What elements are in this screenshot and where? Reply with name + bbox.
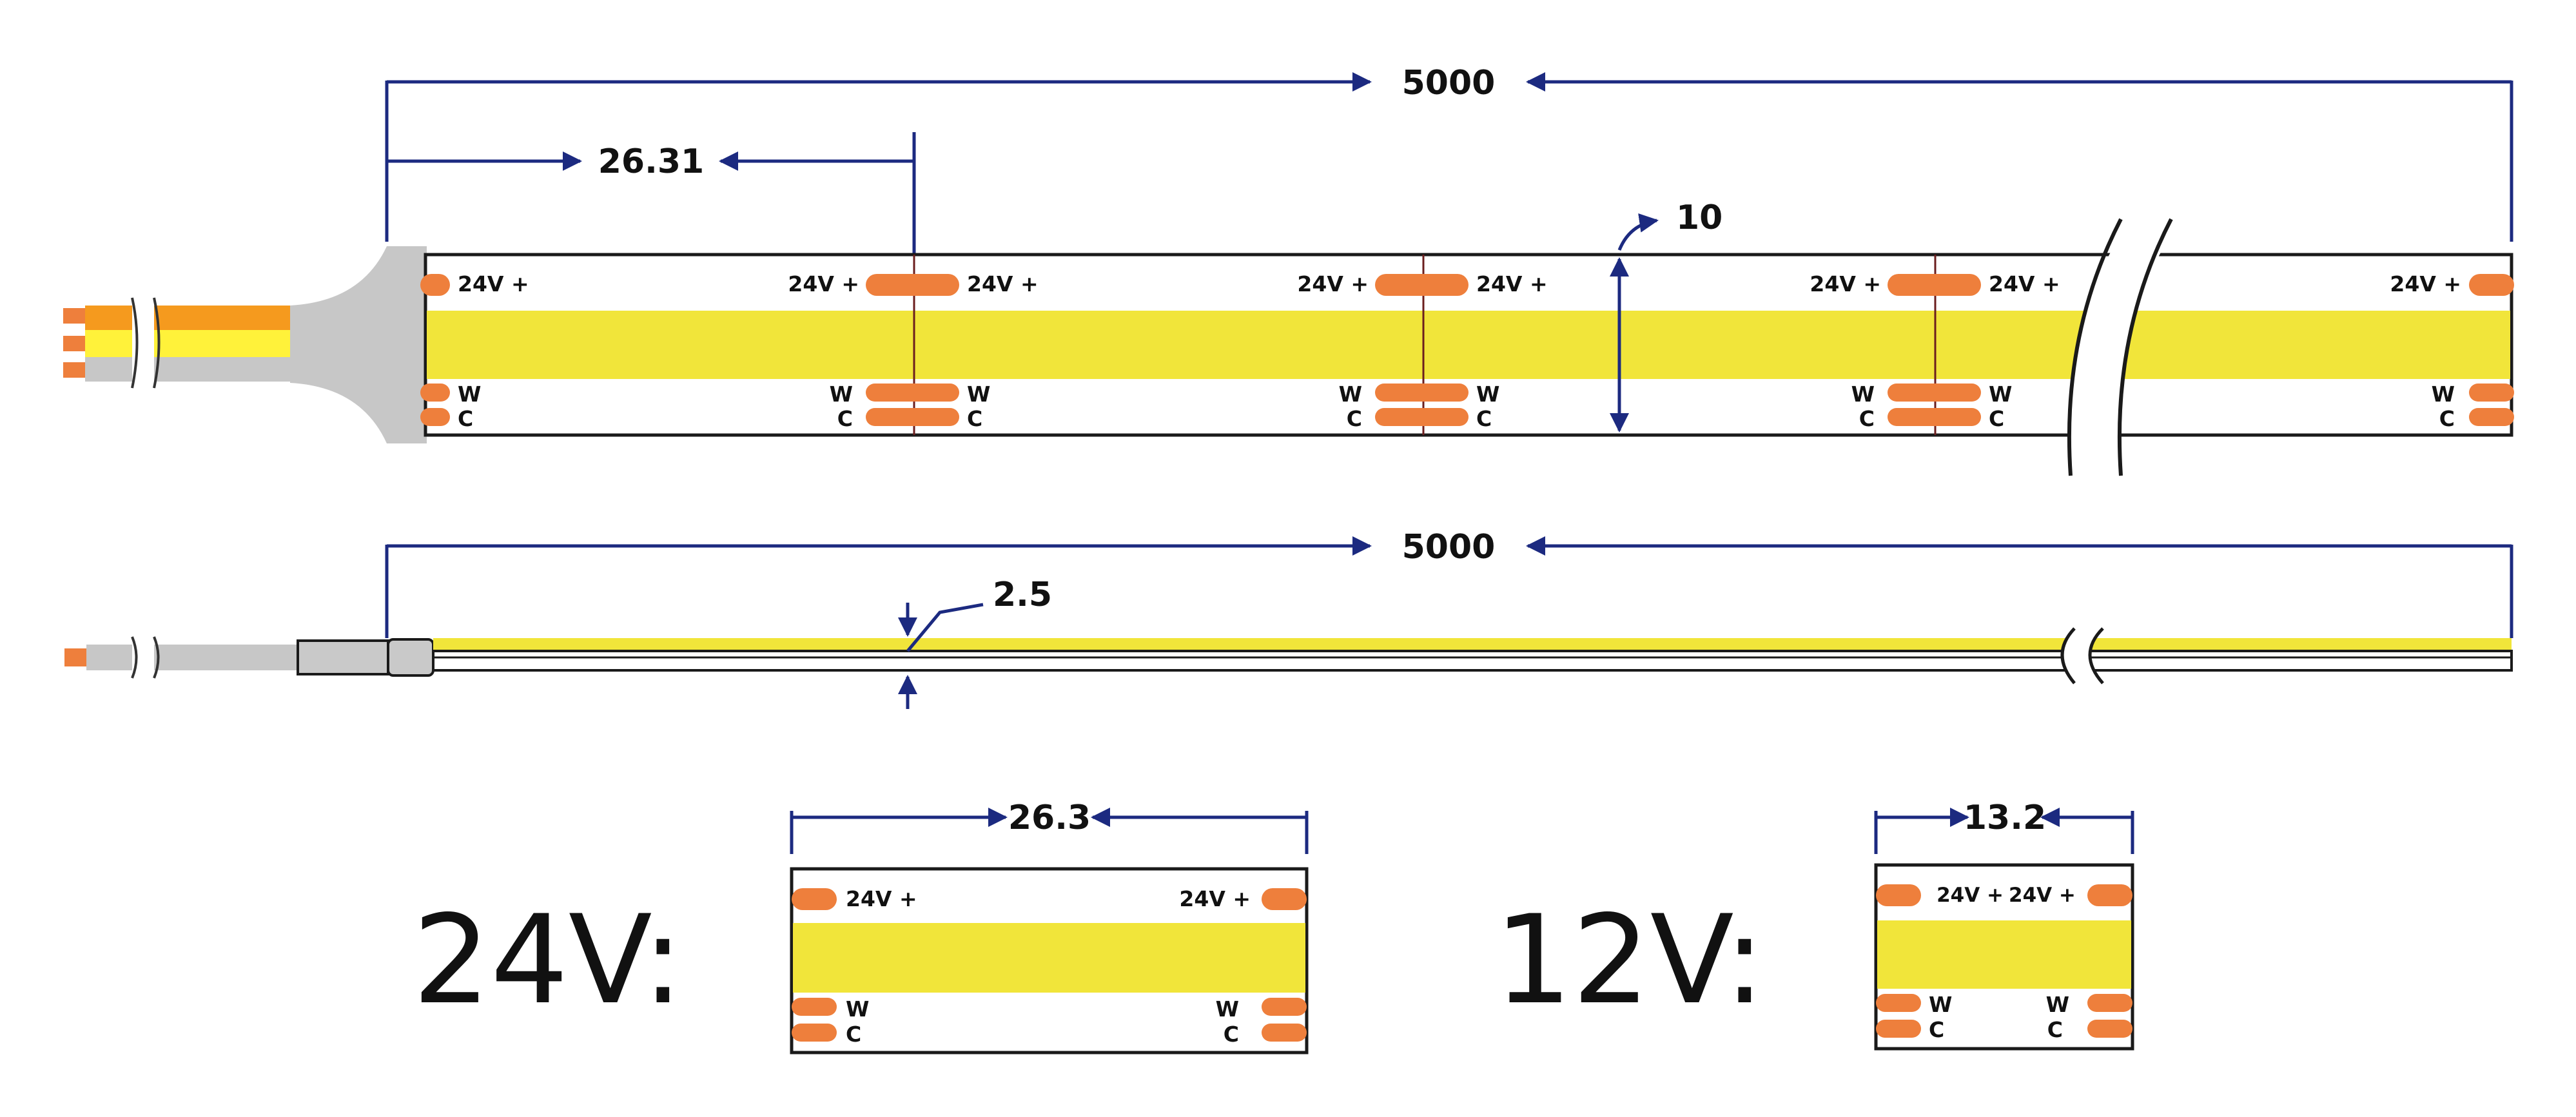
pad-label-w: W [458, 382, 481, 407]
segment-12v: 12V: 13.2 24V + 24V + W C W C [1494, 799, 2134, 1051]
segment-24v-w-label: W [846, 996, 869, 1022]
solder-pads [420, 274, 2514, 426]
total-length-dimension: 5000 [385, 64, 2513, 242]
end-cap [290, 246, 427, 443]
break-mark [2067, 218, 2173, 476]
thickness-label: 2.5 [993, 576, 1052, 614]
segment-12v-w-label: W [1929, 992, 1952, 1017]
pad-label-c: C [2439, 406, 2455, 431]
voltage-label-12v: 12V: [1494, 889, 1765, 1031]
side-lead-wire [64, 636, 434, 679]
side-strip-body [432, 627, 2513, 685]
pad-label-c: C [967, 406, 982, 431]
strip-body [424, 253, 2513, 437]
connector [297, 639, 389, 675]
cut-unit-dimension: 26.31 [387, 132, 916, 255]
top-view: 5000 26.31 [63, 64, 2514, 476]
thickness-dimension: 2.5 [898, 576, 1052, 709]
pad-labels: 24V + W C 24V + W C 24V + W C 24V + W C … [458, 271, 2461, 431]
pad-label-c: C [837, 406, 853, 431]
segment-12v-length-label: 13.2 [1964, 799, 2046, 837]
pad-label-plus: 24V + [458, 271, 529, 296]
segment-24v-w-label-right: W [1216, 996, 1239, 1022]
segment-12v-w-label-right: W [2046, 992, 2069, 1017]
pad-label-plus: 24V + [2390, 271, 2461, 296]
segment-24v-length-dimension: 26.3 [790, 799, 1309, 854]
cut-unit-label: 26.31 [598, 142, 704, 181]
lead-wires [63, 246, 427, 443]
segment-24v-c-label-right: C [1224, 1022, 1239, 1047]
total-length-label: 5000 [1402, 64, 1496, 102]
segment-24v-plus-label: 24V + [846, 886, 917, 911]
side-view: 5000 2.5 [64, 528, 2513, 709]
segment-24v-length-label: 26.3 [1008, 799, 1091, 837]
segment-12v-c-label-right: C [2047, 1017, 2063, 1042]
pad-label-plus: 24V + [1810, 271, 1881, 296]
width-dimension: 10 [1610, 199, 1722, 432]
segment-24v: 24V: 26.3 24V + W C 24V + W C [413, 799, 1309, 1054]
pad-label-c: C [1476, 406, 1492, 431]
pad-label-c: C [1989, 406, 2004, 431]
pad-label-c: C [458, 406, 473, 431]
segment-24v-plus-label-right: 24V + [1179, 886, 1251, 911]
segment-12v-length-dimension: 13.2 [1874, 799, 2134, 854]
voltage-label-24v: 24V: [413, 889, 683, 1031]
pad-label-w: W [1851, 382, 1875, 407]
pad-label-w: W [1989, 382, 2012, 407]
pad-label-w: W [830, 382, 853, 407]
side-total-length-label: 5000 [1402, 528, 1496, 567]
side-total-length-dimension: 5000 [385, 528, 2513, 638]
pad-label-w: W [967, 382, 990, 407]
pad-label-plus: 24V + [967, 271, 1039, 296]
pad-label-c: C [1347, 406, 1362, 431]
pad-label-plus: 24V + [1476, 271, 1548, 296]
pad-label-c: C [1859, 406, 1875, 431]
pad-label-plus: 24V + [1297, 271, 1369, 296]
pad-label-w: W [2432, 382, 2455, 407]
pad-label-plus: 24V + [788, 271, 859, 296]
segment-12v-plus-label-left: 24V + [1937, 884, 2004, 907]
pad-label-w: W [1339, 382, 1362, 407]
segment-12v-plus-label-right: 24V + [2009, 884, 2076, 907]
pad-label-w: W [1476, 382, 1499, 407]
width-label: 10 [1676, 199, 1722, 237]
segment-12v-c-label: C [1929, 1017, 1944, 1042]
segment-24v-c-label: C [846, 1022, 861, 1047]
pad-label-plus: 24V + [1989, 271, 2060, 296]
